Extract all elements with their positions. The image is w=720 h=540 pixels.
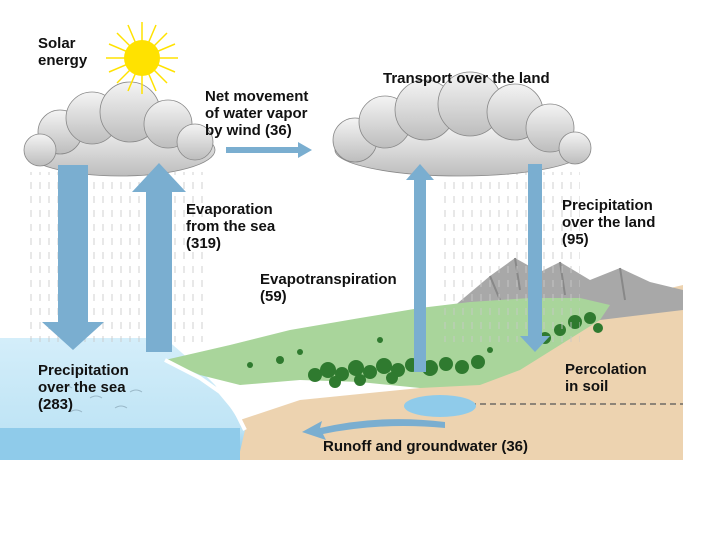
label-evaporation-sea: Evaporation from the sea (319) [186, 201, 275, 252]
label-precip-sea-value: (283) [38, 396, 74, 413]
label-net-movement-value: (36) [265, 122, 292, 139]
label-percolation-line1: Percolation [565, 361, 647, 378]
label-net-movement-line1: Net movement [205, 88, 309, 105]
label-runoff-line1: Runoff and groundwater [323, 438, 498, 455]
label-transport-line1: Transport over the land [383, 70, 550, 87]
label-precipitation-sea: Precipitation over the sea (283) [38, 362, 129, 413]
label-percolation: Percolation in soil [565, 361, 647, 395]
label-precip-land-line2: over the land [562, 214, 656, 231]
arrow-wind [226, 142, 312, 158]
label-net-movement-line2: of water vapor [205, 105, 308, 122]
sea-deep [0, 428, 240, 460]
arrow-runoff [302, 419, 445, 440]
arrow-precipitation-land [520, 164, 550, 352]
label-runoff-value: (36) [501, 438, 529, 455]
label-percolation-line2: in soil [565, 378, 609, 395]
label-precipitation-land: Precipitation over the land (95) [562, 197, 655, 248]
label-net-movement-line3: by wind [205, 122, 261, 139]
label-runoff: Runoff and groundwater (36) [323, 438, 528, 455]
rain-left [28, 172, 208, 342]
label-precip-land-line1: Precipitation [562, 197, 653, 214]
arrow-precipitation-sea [42, 165, 104, 350]
label-evaporation-value: (319) [186, 235, 222, 252]
sea-waves [39, 385, 143, 413]
label-evaporation-line1: Evaporation [186, 201, 273, 218]
label-net-movement: Net movement of water vapor by wind (36) [205, 88, 308, 139]
label-precip-sea-line2: over the sea [38, 379, 126, 396]
label-precip-sea-line1: Precipitation [38, 362, 129, 379]
label-evapotranspiration-value: (59) [260, 288, 287, 305]
cloud-left [23, 81, 216, 177]
label-transport-over-land: Transport over the land [383, 70, 550, 87]
label-solar-energy: Solar energy [38, 35, 87, 69]
label-evaporation-line2: from the sea [186, 218, 276, 235]
sun-icon [106, 22, 178, 94]
cloud-right [332, 71, 592, 177]
soil [160, 285, 683, 460]
label-solar-energy-line2: energy [38, 52, 88, 69]
arrow-evaporation-sea [132, 163, 186, 352]
arrow-evapotranspiration [406, 164, 434, 372]
rain-right [440, 172, 580, 342]
label-precip-land-value: (95) [562, 231, 589, 248]
lake [404, 395, 476, 417]
label-evapotranspiration-line1: Evapotranspiration [260, 271, 397, 288]
label-evapotranspiration: Evapotranspiration (59) [260, 271, 397, 305]
label-solar-energy-line1: Solar [38, 35, 76, 52]
arrows [42, 142, 550, 440]
coastline [164, 358, 247, 431]
